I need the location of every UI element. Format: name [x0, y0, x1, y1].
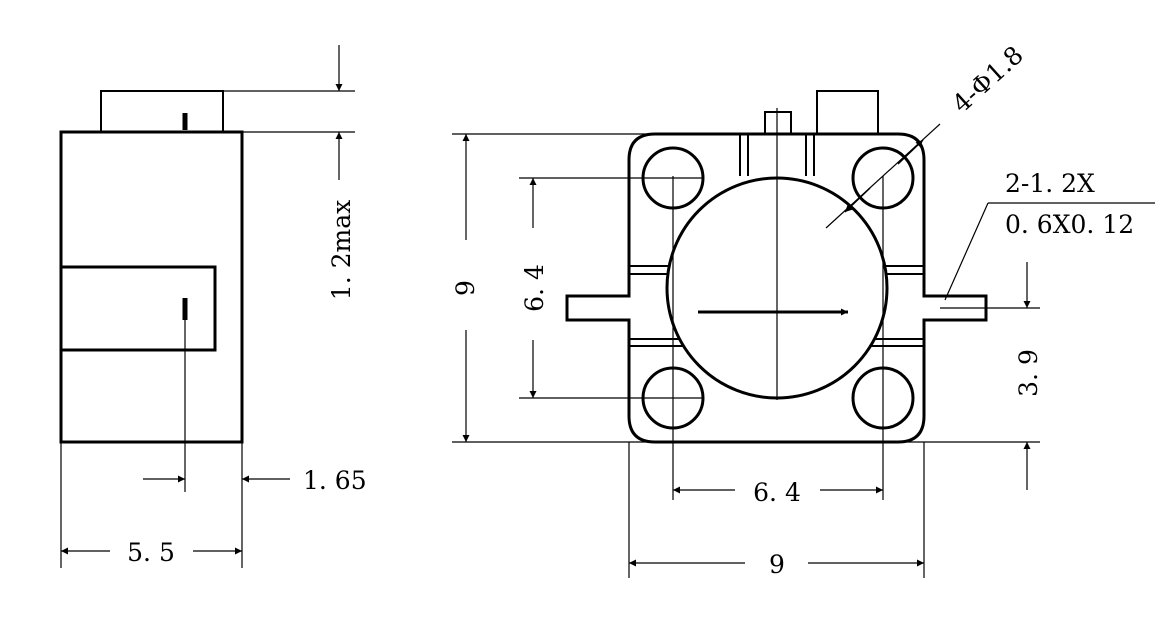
tab-leader-line [944, 202, 989, 301]
dim-height-holes-label: 6. 4 [520, 264, 549, 312]
dim-width-holes-label: 6. 4 [753, 478, 801, 507]
dim-height-label: 1. 2max [327, 200, 356, 300]
dim-hole-callout-label: 4-Φ1.8 [947, 40, 1029, 118]
hole-leader-arrow [897, 139, 924, 165]
top-connector-block [816, 90, 879, 135]
dim-tab-height-label: 3. 9 [1014, 349, 1043, 397]
dim-tab-line2-label: 0. 6X0. 12 [1005, 210, 1134, 239]
hole-leader-arrow [844, 187, 871, 213]
inner-slot-top [629, 265, 924, 275]
side-view: 1. 2max 1. 65 5. 5 [59, 45, 367, 568]
top-channel [739, 134, 815, 176]
dim-height-overall-label: 9 [451, 280, 480, 296]
dim-pin-offset-label: 1. 65 [303, 466, 367, 495]
dim-tab-line1-label: 2-1. 2X [1005, 169, 1095, 198]
side-recess [61, 265, 217, 352]
dim-width-overall-label: 9 [769, 550, 785, 579]
dim-width-label: 5. 5 [127, 538, 175, 567]
side-body [59, 130, 244, 444]
top-connector-small [764, 111, 792, 135]
front-view: 9 6. 4 3. 9 6. 4 9 4-Φ1.8 2-1. 2X 0. 6X0… [451, 40, 1155, 579]
inner-slot-bottom [629, 338, 924, 347]
side-top-cap [100, 90, 224, 133]
